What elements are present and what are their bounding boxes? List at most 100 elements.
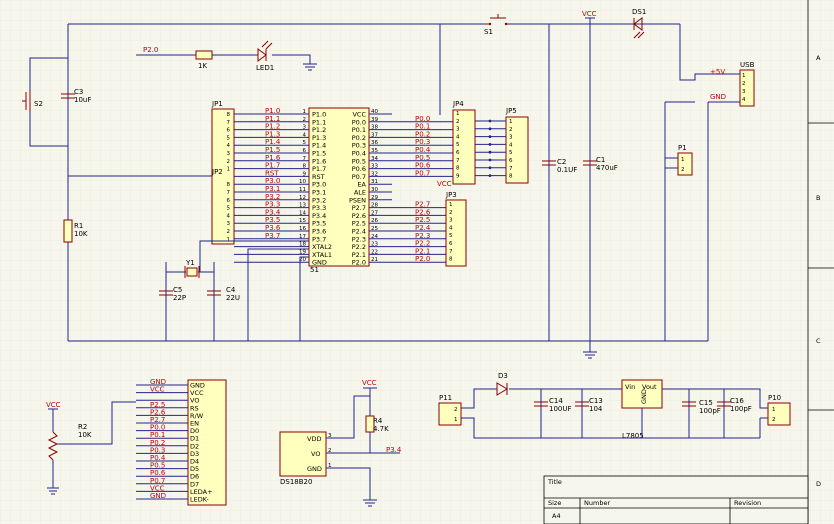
p1-pin-2: 2 bbox=[681, 167, 685, 173]
s1-ref: S1 bbox=[484, 28, 493, 36]
lcd-pin-name: RS bbox=[190, 404, 199, 412]
mcu-pin-name: GND bbox=[312, 259, 327, 267]
mcu-pin-number: 29 bbox=[371, 195, 378, 201]
jp2-net-label: P3.4 bbox=[265, 208, 281, 216]
jp4-pin-number: 6 bbox=[456, 150, 460, 156]
jp2-net-label: P3.2 bbox=[265, 193, 280, 201]
d3-ref: D3 bbox=[498, 372, 508, 380]
mcu-pin-number: 17 bbox=[299, 234, 306, 240]
mcu-pin-number: 22 bbox=[371, 249, 378, 255]
p2-net-label: P2.4 bbox=[415, 224, 431, 232]
reg-vin: Vin bbox=[625, 383, 635, 391]
p2-net-label: P2.2 bbox=[415, 240, 430, 248]
jp3-pin-number: 6 bbox=[449, 241, 453, 247]
c16-value: 100pF bbox=[730, 405, 752, 413]
p10-ref: P10 bbox=[768, 394, 781, 402]
jp-pin-number: 7 bbox=[227, 190, 231, 196]
vcc-label-top: VCC bbox=[582, 10, 597, 18]
jp4-pin-number: 4 bbox=[456, 134, 460, 140]
ds18b20-gnd: GND bbox=[307, 465, 322, 473]
jp5-junction bbox=[488, 143, 492, 146]
header-jp3: JP3 bbox=[445, 191, 467, 267]
mcu-pin-number: 20 bbox=[299, 257, 306, 263]
jp4-ref: JP4 bbox=[452, 100, 464, 108]
power-rails bbox=[67, 23, 740, 352]
usb-pin-4: 4 bbox=[742, 97, 746, 103]
jp1-ref: JP1 bbox=[211, 100, 223, 108]
jp4-pin-number: 5 bbox=[456, 142, 460, 148]
lcd-net-label: P0.4 bbox=[150, 454, 166, 462]
ds18b20-pin3: 3 bbox=[328, 433, 332, 439]
ds18b20-vdd: VDD bbox=[307, 435, 321, 443]
jp-pin-number: 2 bbox=[227, 159, 231, 165]
jp4-pin-number: 8 bbox=[456, 166, 460, 172]
jp5-pin-number: 7 bbox=[509, 166, 513, 172]
c3-value: 10uF bbox=[74, 96, 91, 104]
p2-net-label: P2.7 bbox=[415, 201, 430, 209]
c5-value: 22P bbox=[173, 294, 186, 302]
lcd-pin-name: D6 bbox=[190, 473, 199, 481]
jp1-net-label: P1.5 bbox=[265, 146, 280, 154]
mcu-pin-name: P3.5 bbox=[312, 220, 326, 228]
p0-net-label: P0.5 bbox=[415, 154, 430, 162]
c1-ref: C1 bbox=[596, 156, 605, 164]
p0-net-label: P0.6 bbox=[415, 162, 431, 170]
lcd-pin-name: GND bbox=[190, 382, 205, 390]
jp1-net-label: P1.4 bbox=[265, 138, 281, 146]
mcu-pin-number: 25 bbox=[371, 226, 378, 232]
jp3-ref: JP3 bbox=[445, 191, 457, 199]
lcd-pin-name: D2 bbox=[190, 442, 199, 450]
jp1-net-list: P1.0P1.1P1.2P1.3P1.4P1.5P1.6P1.7RSTP3.0P… bbox=[265, 107, 281, 240]
led-ds1: DS1 bbox=[632, 8, 646, 39]
mcu-51: 51 bbox=[308, 107, 370, 274]
jp5-junction bbox=[488, 166, 492, 170]
connector-p1: P1 1 2 bbox=[677, 144, 693, 176]
mcu-pin-name: P1.1 bbox=[312, 118, 326, 126]
jp3-pin-number: 2 bbox=[449, 210, 453, 216]
usb-ref: USB bbox=[740, 61, 755, 69]
jp-pin-number: 6 bbox=[227, 128, 231, 134]
c13-ref: C13 bbox=[589, 397, 603, 405]
jp1-net-label: P1.2 bbox=[265, 123, 280, 131]
mcu-pin-name: P3.1 bbox=[312, 189, 326, 197]
c1-value: 470uF bbox=[596, 164, 618, 172]
mcu-pin-name: XTAL1 bbox=[312, 251, 332, 259]
c14-value: 100UF bbox=[549, 405, 572, 413]
title-label: Title bbox=[547, 478, 562, 486]
capacitors-c1-c2: C2 0.1UF C1 470uF bbox=[542, 156, 618, 174]
lcd-section: VCC R2 10K bbox=[46, 379, 227, 506]
p0-net-label: P0.7 bbox=[415, 169, 430, 177]
mcu-pin-name: RST bbox=[312, 173, 325, 181]
revision-label: Revision bbox=[734, 499, 761, 507]
r2-value: 10K bbox=[78, 431, 92, 439]
mcu-ref: 51 bbox=[310, 266, 319, 274]
r1-value: 10K bbox=[74, 230, 88, 238]
jp2-net-label: P3.1 bbox=[265, 185, 280, 193]
usb-gnd: GND bbox=[710, 93, 726, 101]
jp1-net-label: P1.7 bbox=[265, 162, 280, 170]
jp5-junction bbox=[488, 119, 492, 123]
mcu-right-pins: 40VCC39P0.038P0.137P0.236P0.335P0.434P0.… bbox=[349, 109, 453, 267]
jp2-net-label: P3.6 bbox=[265, 224, 281, 232]
jp1-net-label: P1.6 bbox=[265, 154, 281, 162]
mcu-pin-number: 31 bbox=[371, 179, 378, 185]
mcu-pin-number: 39 bbox=[371, 117, 378, 123]
lcd-net-label: P0.0 bbox=[150, 424, 165, 432]
mcu-pin-number: 21 bbox=[371, 257, 378, 263]
ds18b20-vcc: VCC bbox=[362, 379, 377, 387]
mcu-pin-number: 35 bbox=[371, 148, 378, 154]
reg-ref: L7805 bbox=[622, 432, 644, 440]
c2-ref: C2 bbox=[557, 158, 566, 166]
size-label: Size bbox=[548, 499, 561, 507]
jp-pin-number: 1 bbox=[227, 167, 231, 173]
mcu-pin-number: 10 bbox=[299, 179, 306, 185]
p11-ref: P11 bbox=[439, 394, 452, 402]
ds18b20-pin2: 2 bbox=[328, 448, 332, 454]
p2-net-label: P2.0 bbox=[415, 255, 430, 263]
mcu-pin-number: 19 bbox=[299, 249, 306, 255]
jp2-net-label: P3.0 bbox=[265, 177, 280, 185]
